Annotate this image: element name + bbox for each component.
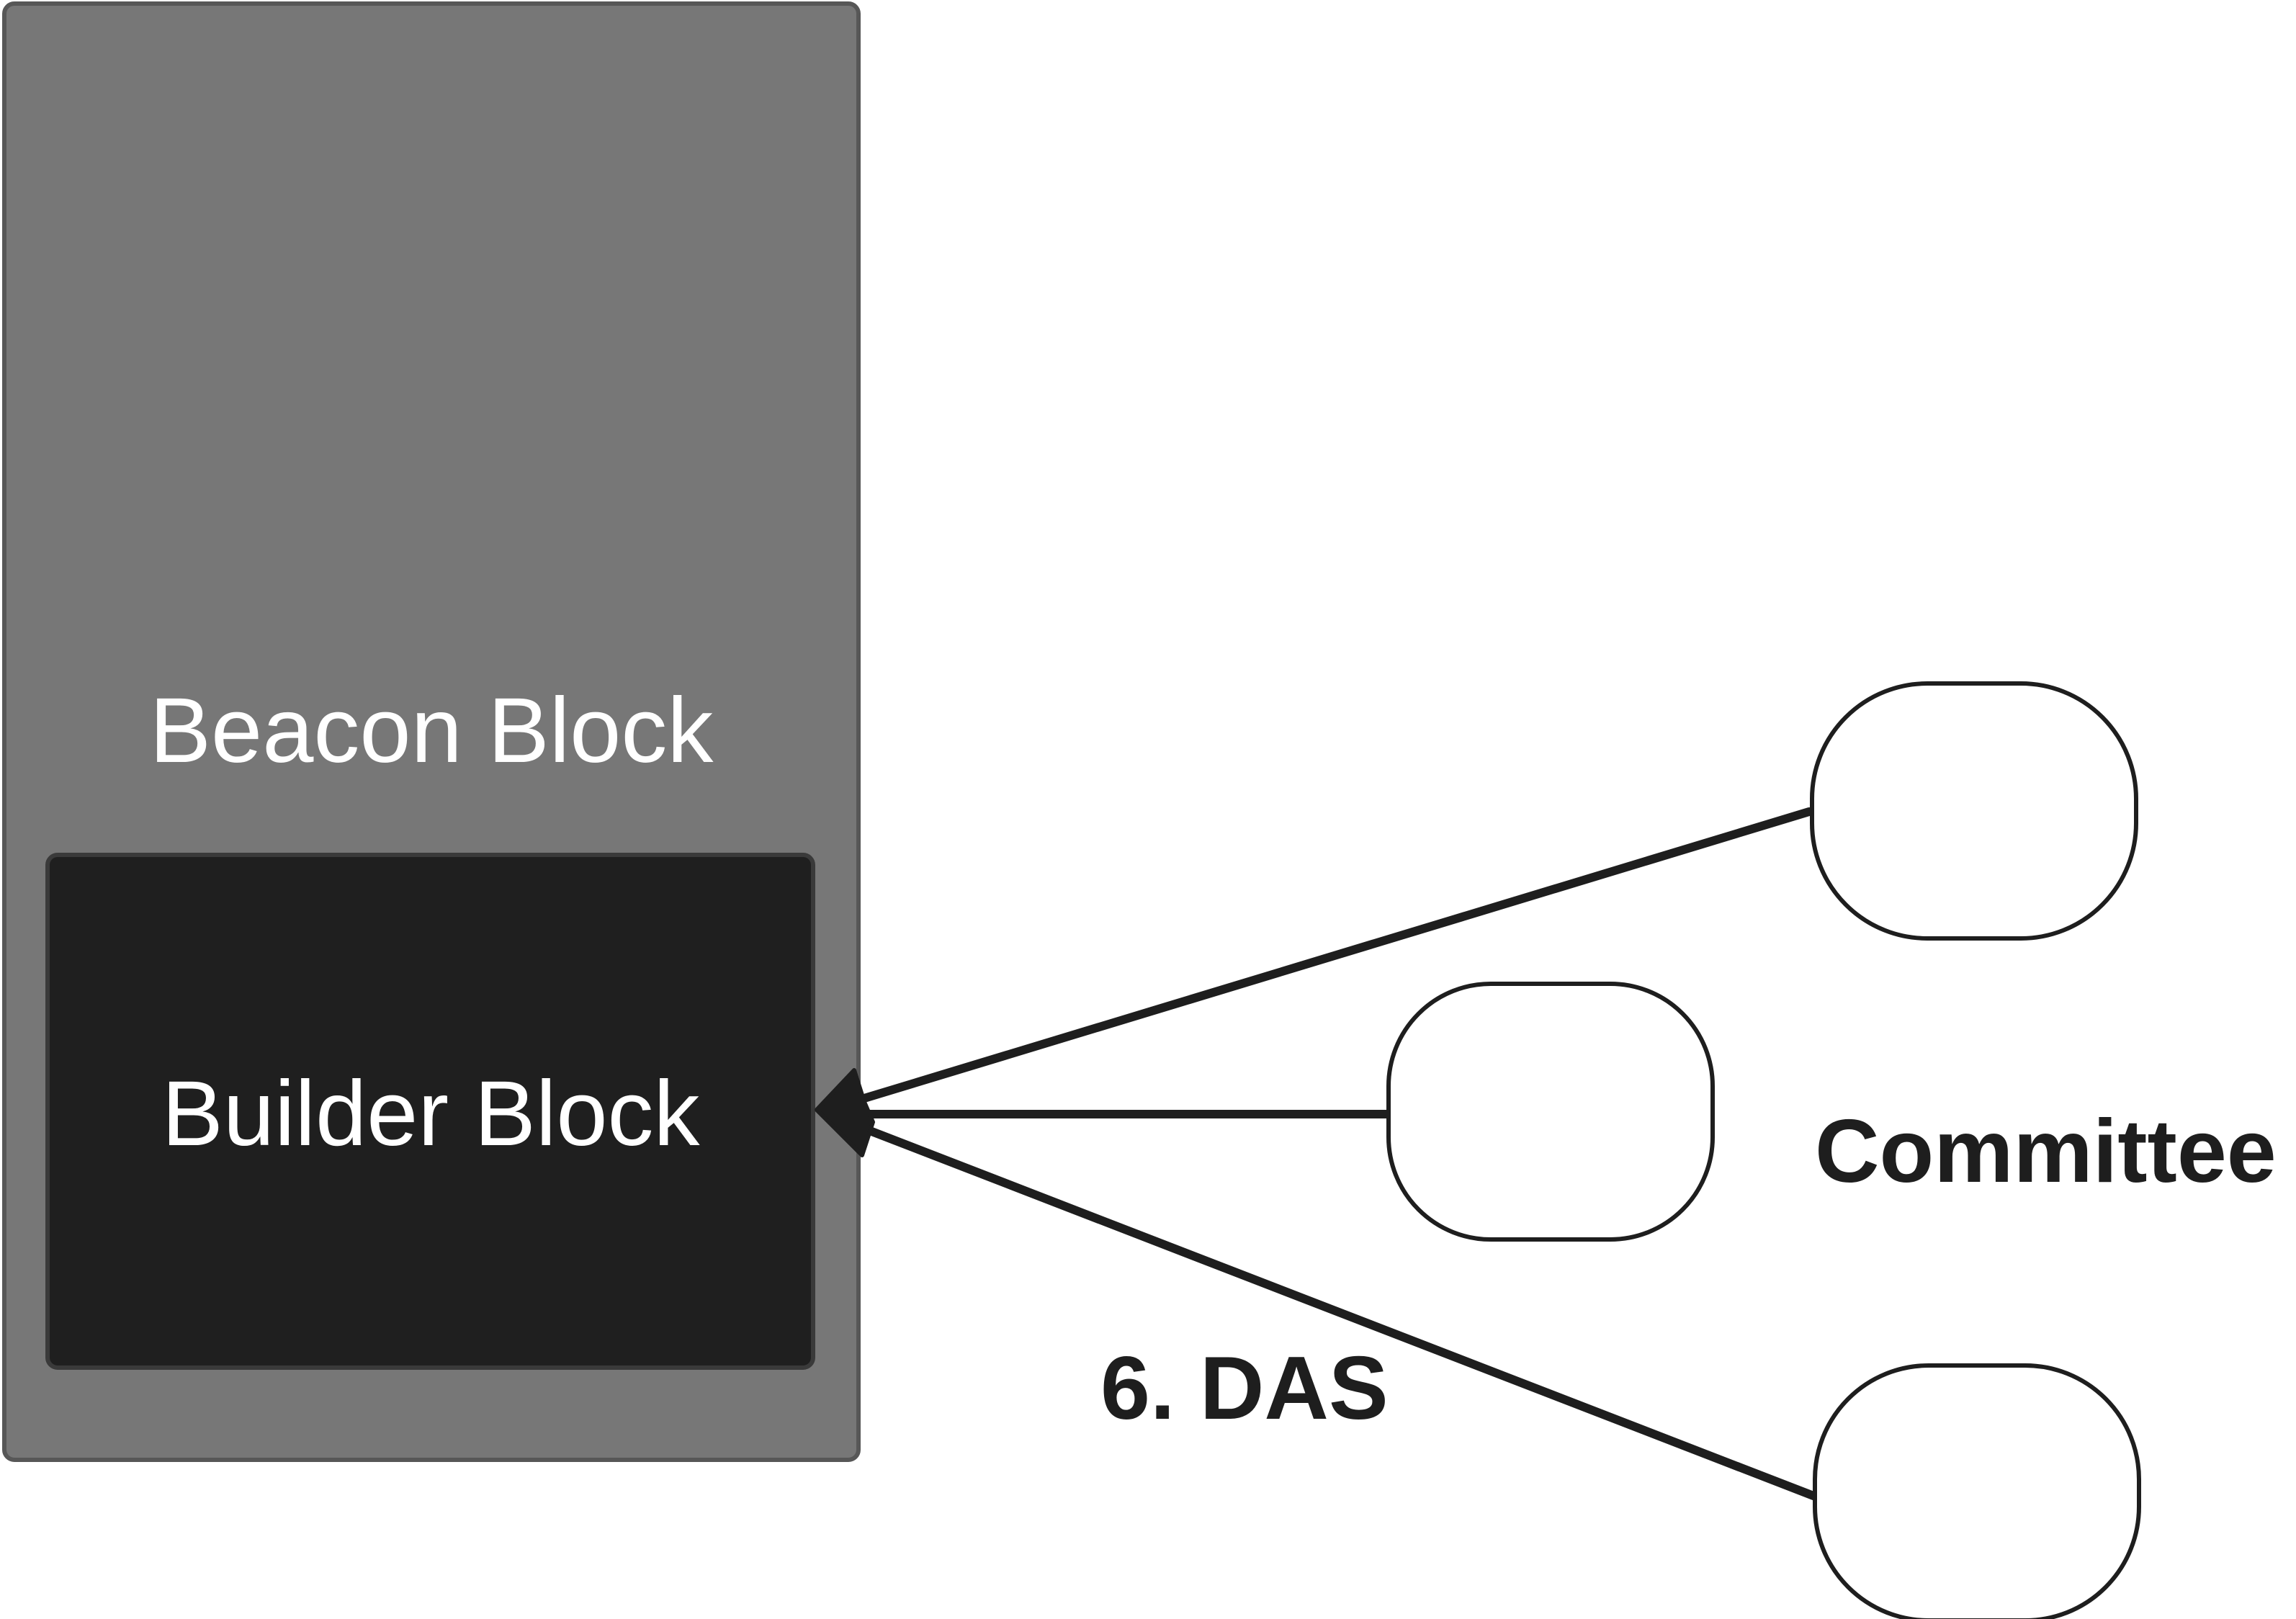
arrowhead-icon: [815, 1068, 875, 1157]
arrow-from-bottom-node: [860, 1124, 1818, 1500]
committee-node-top[interactable]: [1810, 681, 2138, 941]
das-arrows: [860, 807, 1818, 1500]
committee-node-middle[interactable]: [1386, 982, 1715, 1242]
beacon-block-label: Beacon Block: [150, 679, 714, 782]
committee-node-bottom[interactable]: [1813, 1363, 2141, 1619]
committee-label: Committee: [1815, 1102, 2277, 1201]
builder-block[interactable]: Builder Block: [45, 853, 815, 1370]
committee-nodes: [1386, 681, 2141, 1619]
das-edge-label: 6. DAS: [1100, 1339, 1389, 1438]
builder-block-label: Builder Block: [162, 1062, 701, 1165]
builder-block-box: [45, 853, 815, 1370]
arrow-from-top-node: [860, 807, 1813, 1103]
